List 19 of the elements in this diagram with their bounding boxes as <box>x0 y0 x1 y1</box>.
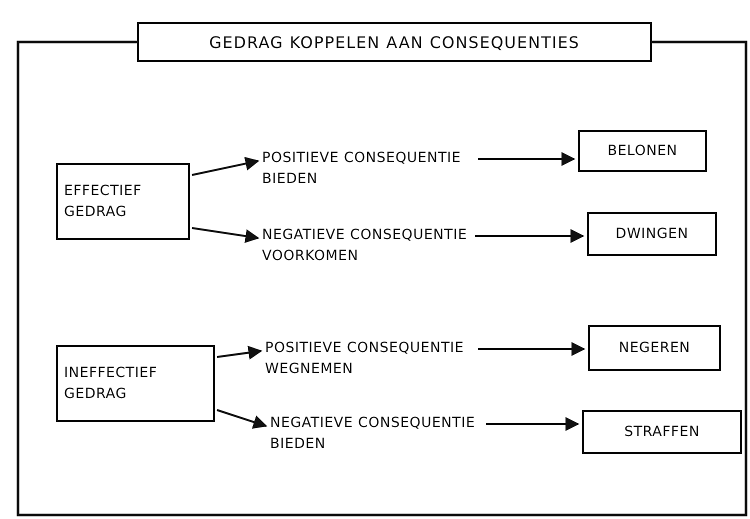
consequence-text: POSITIEVE CONSEQUENTIE WEGNEMEN <box>265 338 477 380</box>
arrow <box>478 342 586 356</box>
response-box: BELONEN <box>578 130 707 172</box>
consequence-text: POSITIEVE CONSEQUENTIE BIEDEN <box>262 148 477 190</box>
arrow <box>192 156 260 176</box>
response-box: NEGEREN <box>588 325 721 371</box>
arrow <box>192 227 260 244</box>
arrow <box>486 417 580 431</box>
behavior-box: INEFFECTIEF GEDRAG <box>56 345 215 422</box>
consequence-text: NEGATIEVE CONSEQUENTIE BIEDEN <box>270 413 485 455</box>
arrow <box>216 346 262 360</box>
title: GEDRAG KOPPELEN AAN CONSEQUENTIES <box>137 22 652 62</box>
response-box: DWINGEN <box>587 212 717 256</box>
arrow <box>216 409 268 429</box>
behavior-box: EFFECTIEF GEDRAG <box>56 163 190 240</box>
consequence-text: NEGATIEVE CONSEQUENTIE VOORKOMEN <box>262 225 474 267</box>
arrow <box>475 229 584 243</box>
arrow <box>478 152 576 166</box>
response-box: STRAFFEN <box>582 410 742 454</box>
